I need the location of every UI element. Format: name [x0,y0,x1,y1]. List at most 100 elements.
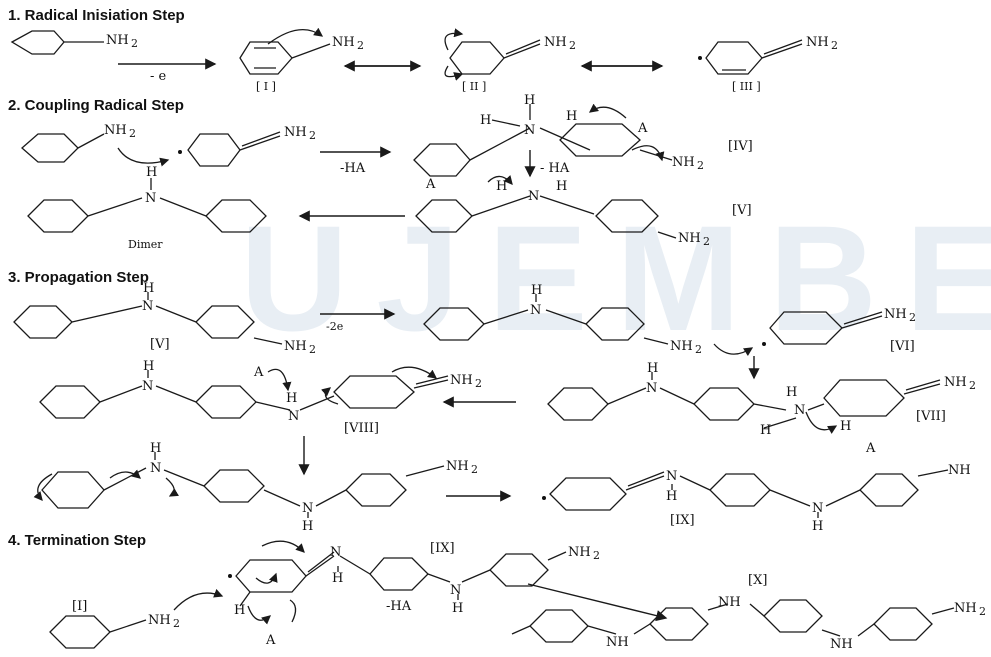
svg-text:N: N [530,303,541,318]
svg-text:A: A [637,121,648,136]
label-V: [V] [732,203,752,218]
svg-text:A: A [865,441,876,456]
svg-text:NH: NH [884,307,907,322]
svg-text:NH: NH [606,635,629,650]
label-VII: [VII] [916,409,946,424]
svg-text:H: H [332,571,343,586]
label-III: [ III ] [732,80,761,93]
structure-VI-left [423,294,754,357]
structure-IX [542,469,949,518]
svg-text:N: N [450,583,461,598]
svg-text:2: 2 [909,311,916,324]
minus-e-label: - e [150,69,167,84]
svg-text:N: N [302,501,313,516]
structure-VII [547,372,941,434]
label-IX-b: [IX] [430,541,455,556]
svg-text:N: N [142,379,153,394]
svg-text:NH: NH [672,155,695,170]
svg-text:N: N [794,403,805,418]
structure-IV [413,103,673,177]
svg-text:2: 2 [173,617,180,630]
step-3-title: 3. Propagation Step [8,269,149,286]
svg-text:-2e: -2e [326,320,343,333]
svg-text:-HA: -HA [340,161,366,176]
step-4-title: 4. Termination Step [8,532,146,549]
svg-text:NH: NH [948,463,971,478]
label-X: [X] [748,573,767,588]
svg-text:H: H [150,441,161,456]
svg-text:NH: NH [944,375,967,390]
svg-text:2: 2 [309,343,316,356]
svg-text:N: N [142,299,153,314]
svg-text:H: H [286,391,297,406]
svg-text:H: H [840,419,851,434]
svg-text:2: 2 [131,37,138,50]
svg-text:H: H [143,359,154,374]
svg-text:N: N [528,189,539,204]
svg-text:2: 2 [309,129,316,142]
svg-text:H: H [760,423,771,438]
svg-text:H: H [531,283,542,298]
svg-text:NH: NH [446,459,469,474]
svg-text:2: 2 [979,605,986,618]
svg-text:N: N [524,123,535,138]
structure-V [415,175,677,239]
svg-text:N: N [812,501,823,516]
svg-text:NH: NH [670,339,693,354]
structure-VIII [39,366,449,419]
svg-text:N: N [145,191,156,206]
svg-text:H: H [234,603,245,618]
svg-text:H: H [666,489,677,504]
svg-text:H: H [452,601,463,616]
structure-III [698,39,803,75]
svg-text:NH: NH [450,373,473,388]
svg-text:NH: NH [284,339,307,354]
svg-text:2: 2 [471,463,478,476]
svg-text:N: N [330,545,341,560]
svg-text:NH: NH [954,601,977,616]
structure-III-nh2: NH [806,35,829,50]
svg-text:H: H [480,113,491,128]
label-VI: [VI] [890,339,915,354]
svg-text:2: 2 [697,159,704,172]
structure-cation-radical [21,133,170,167]
svg-text:NH: NH [568,545,591,560]
watermark-text: UJEMBER [240,194,991,362]
structure-dimer [27,178,267,233]
svg-text:NH: NH [678,231,701,246]
svg-text:A: A [253,365,264,380]
svg-text:2: 2 [969,379,976,392]
svg-text:A: A [265,633,276,648]
svg-text:H: H [647,361,658,376]
label-IV: [IV] [728,139,753,154]
structure-II [444,28,541,81]
svg-text:N: N [646,381,657,396]
svg-text:H: H [556,179,567,194]
svg-text:NH: NH [104,123,127,138]
svg-text:2: 2 [357,39,364,52]
structure-X [511,599,955,643]
dimer-label: Dimer [128,238,163,251]
aniline-nh2: NH [106,33,129,48]
svg-text:NH: NH [148,613,171,628]
label-VIII: [VIII] [344,421,379,436]
svg-text:NH: NH [830,637,853,652]
svg-text:NH: NH [718,595,741,610]
svg-text:H: H [566,109,577,124]
structure-I [239,27,331,75]
label-IX: [IX] [670,513,695,528]
svg-text:A: A [425,177,436,192]
benzene-ring-aniline [10,30,104,55]
svg-text:2: 2 [831,39,838,52]
svg-text:2: 2 [569,39,576,52]
svg-text:H: H [786,385,797,400]
svg-text:H: H [524,93,535,108]
svg-text:N: N [150,461,161,476]
svg-text:H: H [146,165,157,180]
step-2-title: 2. Coupling Radical Step [8,97,184,114]
svg-text:N: N [666,469,677,484]
structure-I-nh2: NH [332,35,355,50]
svg-text:- HA: - HA [540,161,570,176]
